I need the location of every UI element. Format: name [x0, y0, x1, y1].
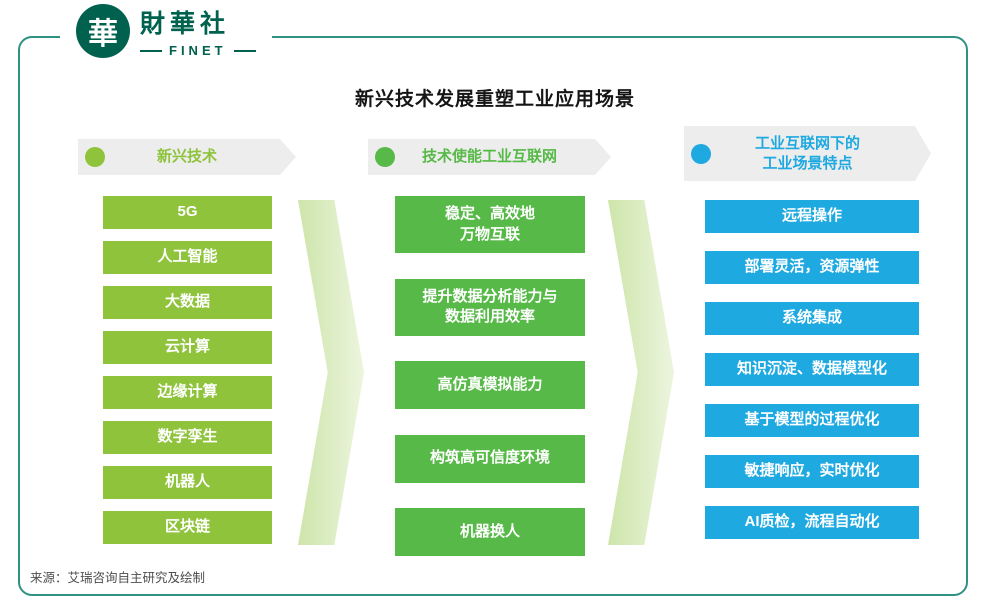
list-item: 数字孪生 — [103, 421, 272, 454]
logo-subname-label: FINET — [169, 43, 227, 58]
list-item: 边缘计算 — [103, 376, 272, 409]
finet-logo-icon: 華 — [76, 4, 130, 58]
list-item: 稳定、高效地 万物互联 — [395, 196, 585, 253]
logo-subname: FINET — [140, 43, 256, 58]
list-item: 部署灵活，资源弹性 — [705, 251, 919, 284]
logo-text: 財華社 FINET — [140, 4, 256, 58]
list-item: 云计算 — [103, 331, 272, 364]
logo-rule-right — [233, 49, 256, 52]
column-header-emerging-tech: 新兴技术 — [78, 139, 296, 175]
list-item: AI质检，流程自动化 — [705, 506, 919, 539]
list-item: 基于模型的过程优化 — [705, 404, 919, 437]
enabling-list: 稳定、高效地 万物互联 提升数据分析能力与 数据利用效率 高仿真模拟能力 构筑高… — [395, 196, 585, 556]
column-header-label: 新兴技术 — [156, 148, 217, 166]
list-item: 区块链 — [103, 511, 272, 544]
list-item: 远程操作 — [705, 200, 919, 233]
bullet-dot-icon — [691, 144, 711, 164]
finet-logo: 華 財華社 FINET — [60, 2, 272, 64]
logo-name: 財華社 — [140, 10, 231, 38]
column-header-enabling: 技术使能工业互联网 — [368, 139, 611, 175]
page-title: 新兴技术发展重塑工业应用场景 — [354, 89, 635, 110]
source-note: 来源：艾瑞咨询自主研究及绘制 — [30, 571, 206, 585]
list-item: 知识沉淀、数据模型化 — [705, 353, 919, 386]
list-item: 机器人 — [103, 466, 272, 499]
list-item: 提升数据分析能力与 数据利用效率 — [395, 278, 585, 336]
list-item: 构筑高可信度环境 — [395, 434, 585, 483]
bullet-dot-icon — [375, 147, 395, 167]
list-item: 系统集成 — [705, 302, 919, 335]
list-item: 高仿真模拟能力 — [395, 361, 585, 409]
list-item: 敏捷响应，实时优化 — [705, 455, 919, 488]
bullet-dot-icon — [85, 147, 105, 167]
list-item: 人工智能 — [103, 241, 272, 274]
emerging-tech-list: 5G 人工智能 大数据 云计算 边缘计算 数字孪生 机器人 区块链 — [103, 196, 272, 544]
list-item: 5G — [103, 196, 272, 229]
column-header-label: 工业互联网下的 工业场景特点 — [754, 135, 860, 172]
list-item: 大数据 — [103, 286, 272, 319]
logo-rule-left — [140, 49, 162, 52]
scenario-features-list: 远程操作 部署灵活，资源弹性 系统集成 知识沉淀、数据模型化 基于模型的过程优化… — [705, 200, 919, 539]
list-item: 机器换人 — [395, 508, 585, 556]
logo-glyph: 華 — [88, 18, 118, 51]
column-header-label: 技术使能工业互联网 — [421, 148, 557, 166]
column-header-scenario-features: 工业互联网下的 工业场景特点 — [684, 126, 931, 181]
